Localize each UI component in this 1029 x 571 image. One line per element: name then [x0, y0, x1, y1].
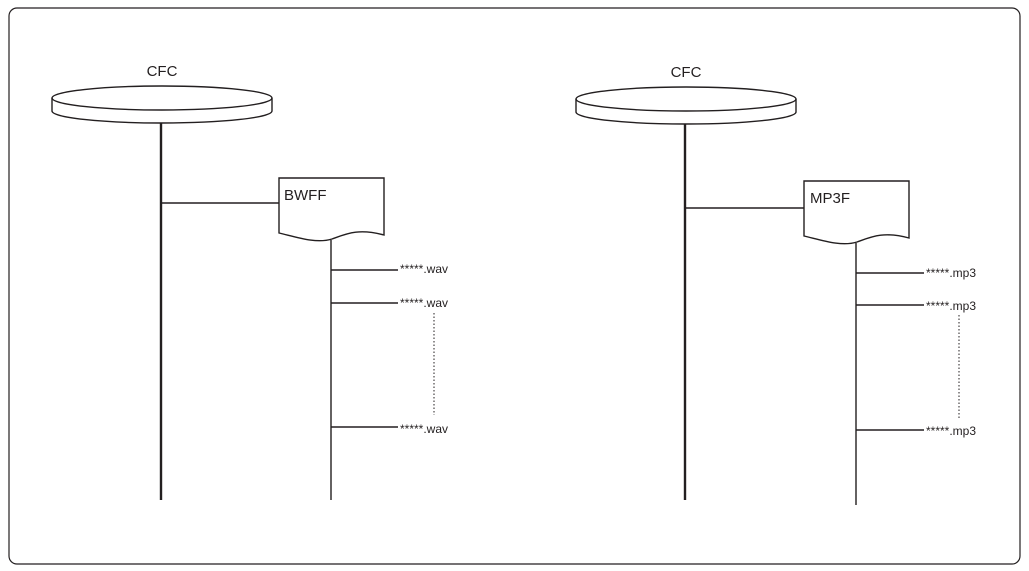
left-file-item: *****.wav [331, 422, 448, 436]
left-file-name: *****.wav [400, 422, 448, 436]
right-file-item: *****.mp3 [856, 266, 976, 280]
left-folder-icon [278, 177, 385, 242]
right-file-name: *****.mp3 [926, 424, 976, 438]
right-storage-label: CFC [671, 64, 702, 81]
right-file-name: *****.mp3 [926, 266, 976, 280]
left-storage-label: CFC [147, 63, 178, 80]
right-file-item: *****.mp3 [856, 299, 976, 313]
right-folder-label: MP3F [810, 190, 850, 207]
left-folder-label: BWFF [284, 187, 327, 204]
left-file-item: *****.wav [331, 262, 448, 276]
right-file-name: *****.mp3 [926, 299, 976, 313]
right-folder-icon [803, 180, 910, 245]
diagram-frame [8, 7, 1021, 565]
right-tree: CFC MP3F *****.mp3 *****.mp3 *****.mp3 [575, 64, 976, 505]
left-file-name: *****.wav [400, 262, 448, 276]
left-file-name: *****.wav [400, 296, 448, 310]
left-file-item: *****.wav [331, 296, 448, 310]
left-tree: CFC BWFF *****.wav *****.wav *****.wav [51, 63, 448, 500]
right-file-item: *****.mp3 [856, 424, 976, 438]
